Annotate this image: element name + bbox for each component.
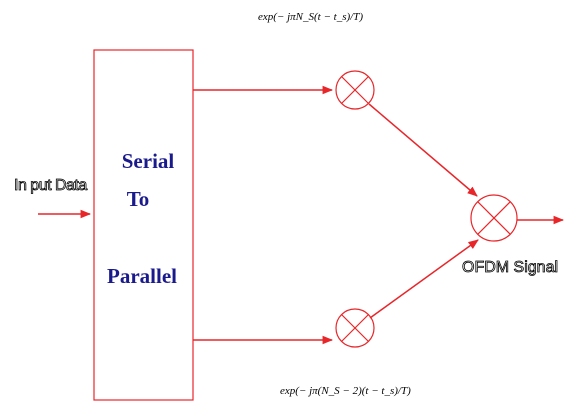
bottom-to-combiner-arrow xyxy=(369,239,479,319)
top-formula: exp(− jπN_S(t − t_s)/T) xyxy=(258,11,363,23)
block-label-serial: Serial xyxy=(122,149,175,173)
top-multiplier-icon xyxy=(335,70,375,110)
combiner-multiplier-icon xyxy=(470,194,518,242)
block-label-parallel: Parallel xyxy=(107,264,177,288)
top-to-combiner-arrow xyxy=(368,103,478,197)
block-label-to: To xyxy=(127,187,150,211)
input-data-label: In put Data xyxy=(14,177,87,194)
bottom-multiplier-icon xyxy=(335,308,375,348)
ofdm-signal-label: OFDM Signal xyxy=(462,259,558,276)
serial-to-parallel-block xyxy=(93,49,194,401)
bottom-formula: exp(− jπ(N_S − 2)(t − t_s)/T) xyxy=(280,385,411,397)
